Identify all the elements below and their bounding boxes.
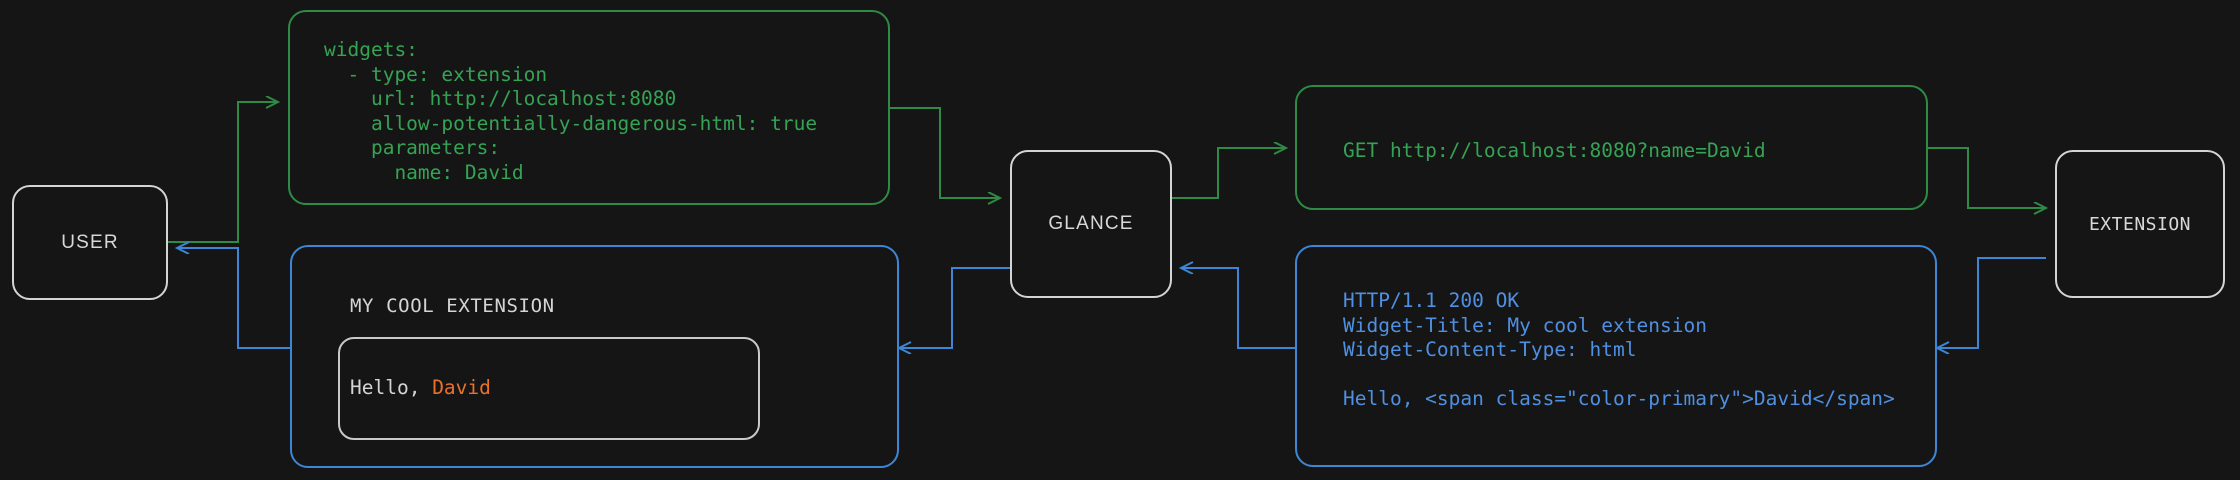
config-yaml-text: widgets: - type: extension url: http://l…	[324, 38, 818, 184]
widget-greeting-name: David	[432, 376, 491, 399]
edge-glance-to-request	[1172, 148, 1286, 199]
node-extension-label: EXTENSION	[2088, 213, 2192, 235]
http-request-text: GET http://localhost:8080?name=David	[1343, 139, 1766, 162]
edge-user-to-config	[168, 102, 278, 243]
widget-greeting-prefix: Hello,	[350, 376, 433, 399]
node-user[interactable]: USER	[12, 185, 168, 300]
edge-glance-to-widget	[899, 267, 1010, 348]
http-request-box[interactable]: GET http://localhost:8080?name=David	[1295, 85, 1928, 210]
node-extension[interactable]: EXTENSION	[2055, 150, 2225, 298]
edge-extension-to-response	[1937, 257, 2046, 348]
node-user-label: USER	[61, 231, 119, 253]
widget-preview-content-frame	[338, 337, 760, 440]
http-response-text: HTTP/1.1 200 OK Widget-Title: My cool ex…	[1343, 289, 1895, 410]
widget-preview-greeting: Hello, David	[350, 376, 491, 399]
widget-preview-title: MY COOL EXTENSION	[350, 295, 555, 317]
edge-config-to-glance	[890, 107, 1000, 198]
edge-request-to-extension	[1928, 147, 2046, 208]
edge-widget-to-user	[177, 248, 290, 349]
node-glance[interactable]: GLANCE	[1010, 150, 1172, 298]
config-yaml-box[interactable]: widgets: - type: extension url: http://l…	[288, 10, 890, 205]
widget-preview-box[interactable]: MY COOL EXTENSION Hello, David	[290, 245, 899, 468]
edge-response-to-glance	[1181, 268, 1295, 349]
node-glance-label: GLANCE	[1048, 213, 1134, 234]
http-response-box[interactable]: HTTP/1.1 200 OK Widget-Title: My cool ex…	[1295, 245, 1937, 467]
